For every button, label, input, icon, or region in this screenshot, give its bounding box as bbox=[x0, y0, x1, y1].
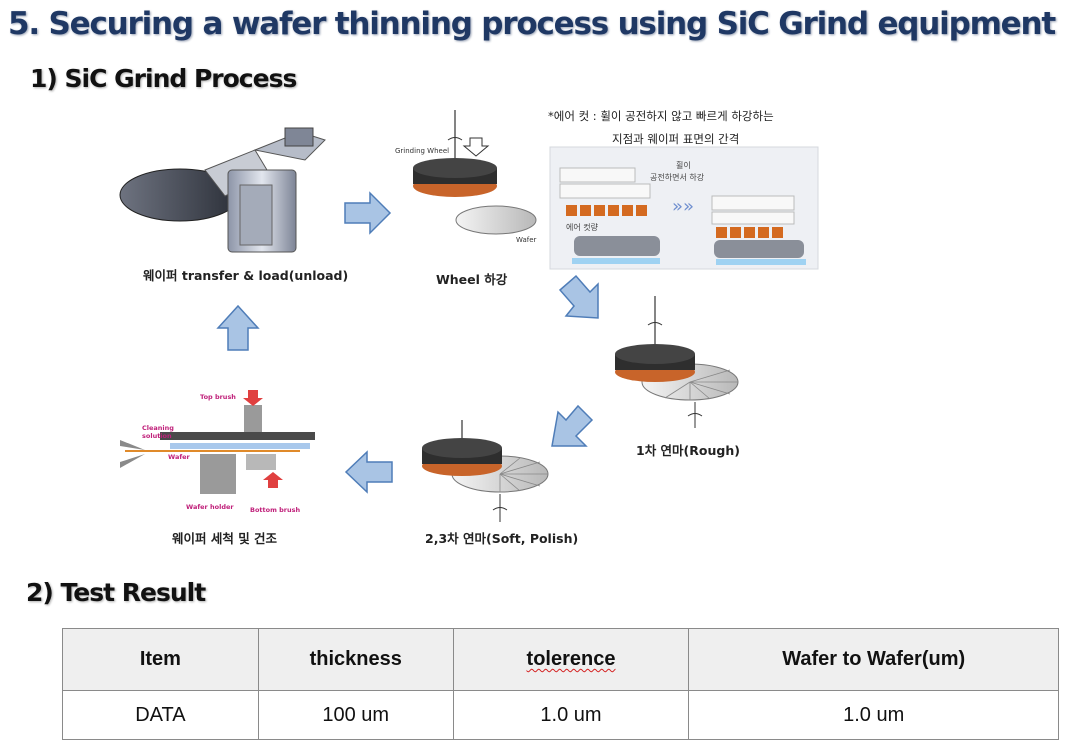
cell-item: DATA bbox=[62, 690, 259, 740]
wafer-cleaning-illustration bbox=[120, 390, 315, 494]
air-cut-note-line2: 지점과 웨이퍼 표면의 간격 bbox=[612, 132, 740, 146]
grind-process-diagram: »» bbox=[119, 110, 819, 522]
flow-arrow-up bbox=[216, 304, 260, 351]
caption-wheel-descent: Wheel 하강 bbox=[436, 272, 508, 287]
air-cut-note-line1: *에어 컷 : 휠이 공전하지 않고 빠르게 하강하는 bbox=[548, 109, 774, 123]
wheel-descent-illustration bbox=[413, 110, 537, 235]
header-wafer-to-wafer: Wafer to Wafer(um) bbox=[688, 628, 1059, 691]
caption-wafer-cleaning: 웨이퍼 세척 및 건조 bbox=[172, 531, 278, 546]
flow-arrow-right bbox=[344, 191, 392, 235]
label-cleaning-solution-2: solution bbox=[142, 432, 172, 440]
air-cut-inset: »» bbox=[549, 146, 819, 270]
label-cleaning-solution: Cleaning bbox=[142, 424, 174, 432]
cell-wafer-to-wafer: 1.0 um bbox=[688, 690, 1059, 740]
label-clean-wafer: Wafer bbox=[168, 453, 190, 461]
page-title: 5. Securing a wafer thinning process usi… bbox=[8, 6, 1056, 42]
cell-tolerence: 1.0 um bbox=[452, 690, 690, 740]
cell-thickness: 100 um bbox=[257, 690, 454, 740]
label-wafer-holder: Wafer holder bbox=[186, 503, 234, 511]
label-grinding-wheel: Grinding Wheel bbox=[395, 147, 450, 155]
section-heading-grind-process: 1) SiC Grind Process bbox=[30, 64, 297, 93]
polish-grinding-illustration bbox=[422, 420, 549, 522]
inset-action-label: 공전하면서 하강 bbox=[650, 173, 705, 182]
caption-rough-grinding: 1차 연마(Rough) bbox=[636, 443, 740, 458]
label-bottom-brush: Bottom brush bbox=[250, 506, 301, 514]
inset-aircut-label: 에어 컷량 bbox=[566, 223, 598, 232]
table-row: DATA 100 um 1.0 um 1.0 um bbox=[62, 690, 1059, 740]
header-thickness: thickness bbox=[257, 628, 454, 691]
svg-text:»»: »» bbox=[672, 196, 694, 217]
table-header-row: Item thickness tolerence Wafer to Wafer(… bbox=[62, 628, 1059, 691]
caption-wafer-load: 웨이퍼 transfer & load(unload) bbox=[143, 268, 349, 283]
rough-grinding-illustration bbox=[615, 296, 739, 428]
caption-polish-grinding: 2,3차 연마(Soft, Polish) bbox=[425, 531, 579, 546]
test-result-table: Item thickness tolerence Wafer to Wafer(… bbox=[62, 628, 1059, 740]
flow-arrow-left bbox=[344, 450, 393, 494]
inset-wheel-label: 휠이 bbox=[676, 161, 691, 170]
label-wafer: Wafer bbox=[516, 236, 537, 244]
header-tolerence: tolerence bbox=[452, 628, 690, 691]
label-top-brush: Top brush bbox=[200, 393, 236, 401]
wafer-transfer-robot-illustration bbox=[119, 127, 326, 253]
flow-arrow-down-left bbox=[551, 404, 594, 447]
header-item: Item bbox=[62, 628, 259, 691]
section-heading-test-result: 2) Test Result bbox=[26, 578, 206, 607]
flow-arrow-down-right bbox=[558, 274, 599, 319]
header-tolerence-text: tolerence bbox=[526, 648, 616, 670]
